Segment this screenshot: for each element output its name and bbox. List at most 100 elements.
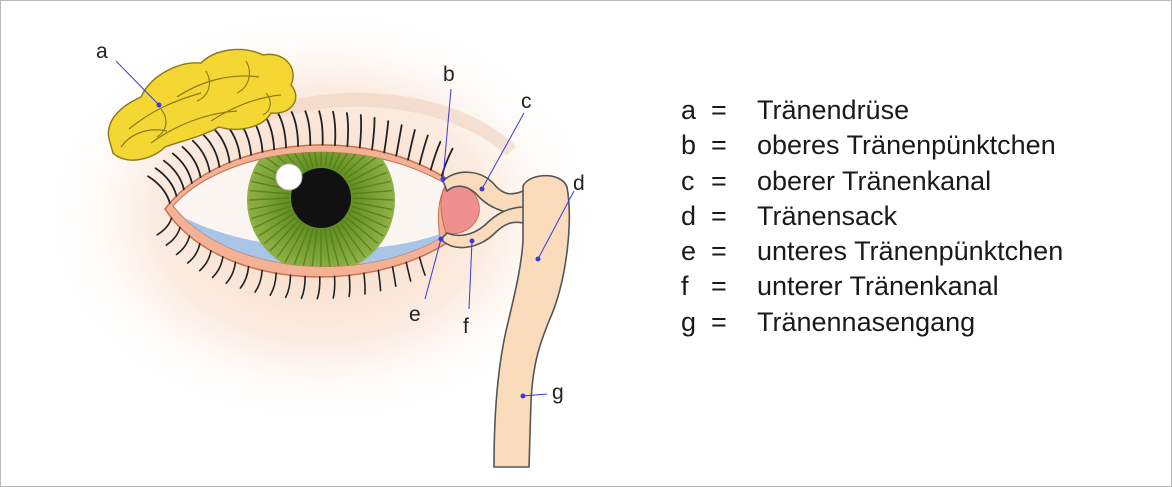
iris-ray (348, 213, 384, 237)
lower-eyelash (405, 261, 412, 282)
lower-eyelash (332, 275, 336, 299)
diagram-label-b: b (443, 63, 455, 86)
iris-ray (336, 152, 358, 171)
iris-ray (339, 152, 366, 174)
lower-eyelash (300, 275, 306, 300)
iris-ray (258, 213, 294, 237)
legend-term: oberes Tränenpünktchen (757, 130, 1056, 161)
iris-ray (332, 227, 350, 267)
upper-eyelash (383, 120, 390, 154)
upper-eyelash (277, 112, 287, 149)
legend-term: oberer Tränenkanal (757, 165, 992, 196)
leader-d-dot (535, 256, 541, 262)
leader-c-dot (479, 186, 485, 192)
leader-g-dot (520, 393, 526, 399)
iris-ray (328, 152, 341, 168)
iris-ray (324, 229, 332, 267)
iris-ray (284, 152, 306, 171)
upper-eyelash (304, 110, 312, 147)
iris-ray (328, 228, 341, 267)
upper-eyelash (147, 175, 171, 204)
iris-ray (352, 201, 393, 211)
iris-ray (336, 225, 358, 263)
iris-ray (348, 163, 384, 183)
lower-eyelash (175, 235, 191, 256)
legend-equals: = (711, 95, 727, 125)
iris-ray (249, 189, 290, 195)
iris-ray (310, 229, 318, 267)
diagram-label-f: f (463, 315, 469, 338)
highlight (275, 163, 303, 191)
leader-c (481, 112, 525, 190)
iris-ray (345, 216, 379, 245)
lower-eyelash (316, 276, 321, 300)
legend-key: e (681, 236, 697, 267)
legend-term: unterer Tränenkanal (757, 271, 999, 302)
lower-eyelash (284, 274, 292, 299)
legend-row: d=Tränensack (681, 199, 1063, 234)
upper-eyelash (318, 110, 324, 146)
lower-eyelash (269, 272, 277, 296)
upper-eyelash (332, 110, 337, 147)
upper-eyelash (440, 147, 454, 177)
lower-eyelash (156, 217, 173, 236)
leader-e-dot (438, 236, 444, 242)
lower-eyelash (391, 266, 397, 288)
lacrimal-gland (107, 48, 297, 161)
legend-term: Tränensack (757, 200, 898, 231)
lower-eyelash (211, 256, 224, 279)
legend-row: b=oberes Tränenpünktchen (681, 128, 1063, 163)
iris-ray (292, 152, 310, 169)
iris-ray (248, 197, 290, 201)
upper-eyelash (154, 167, 178, 197)
legend-equals: = (711, 236, 727, 267)
iris-ray (350, 209, 388, 229)
lower-eyelash (418, 256, 426, 276)
iris-ray (310, 152, 318, 167)
legend-key: b (681, 130, 697, 161)
iris-ray (249, 201, 290, 211)
leader-a (115, 60, 160, 106)
legend-equals: = (711, 165, 727, 196)
upper-eyelash (214, 129, 231, 164)
iris-ray (351, 205, 391, 220)
iris-ray (251, 205, 291, 220)
lacrimal-sac (493, 174, 571, 468)
lower-eyelash (363, 272, 366, 295)
legend-key: f (681, 271, 689, 302)
leader-e (424, 238, 442, 300)
iris-ray (301, 228, 314, 267)
upper-eyelash (202, 134, 221, 168)
iris-ray (292, 227, 310, 267)
legend-row: e = unteres Tränenpünktchen (681, 234, 1063, 269)
iris-ray (345, 155, 379, 180)
legend-equals: = (711, 306, 727, 337)
legend-row: a=Tränendrüse (681, 93, 1063, 128)
lower-eyelash (239, 265, 250, 289)
legend-term: unteres Tränenpünktchen (757, 236, 1064, 267)
upper-eyelash (358, 114, 363, 149)
legend-equals: = (711, 271, 727, 302)
legend-row: g=Tränennasengang (681, 305, 1063, 340)
lower-eyelash (165, 226, 181, 246)
diagram-label-d: d (573, 172, 585, 195)
lower-eyelash (377, 269, 382, 292)
upper-eyelash (418, 134, 429, 166)
upper-eyelash (371, 116, 376, 151)
legend-equals: = (711, 200, 727, 231)
legend: a=Tränendrüse b=oberes Tränenpünktchen c… (681, 93, 1063, 340)
leader-d (537, 190, 575, 260)
legend-term: Tränennasengang (757, 306, 976, 337)
diagram-label-a: a (96, 40, 108, 63)
iris-ray (254, 209, 292, 229)
lower-eyelash (225, 261, 237, 285)
iris-ray (301, 152, 314, 168)
diagram-label-c: c (521, 90, 532, 113)
upper-eyelash (162, 159, 185, 191)
upper-eyelash (429, 140, 442, 171)
iris-ray (263, 216, 297, 245)
upper-eyelash (191, 139, 211, 173)
legend-term: Tränendrüse (757, 95, 910, 125)
